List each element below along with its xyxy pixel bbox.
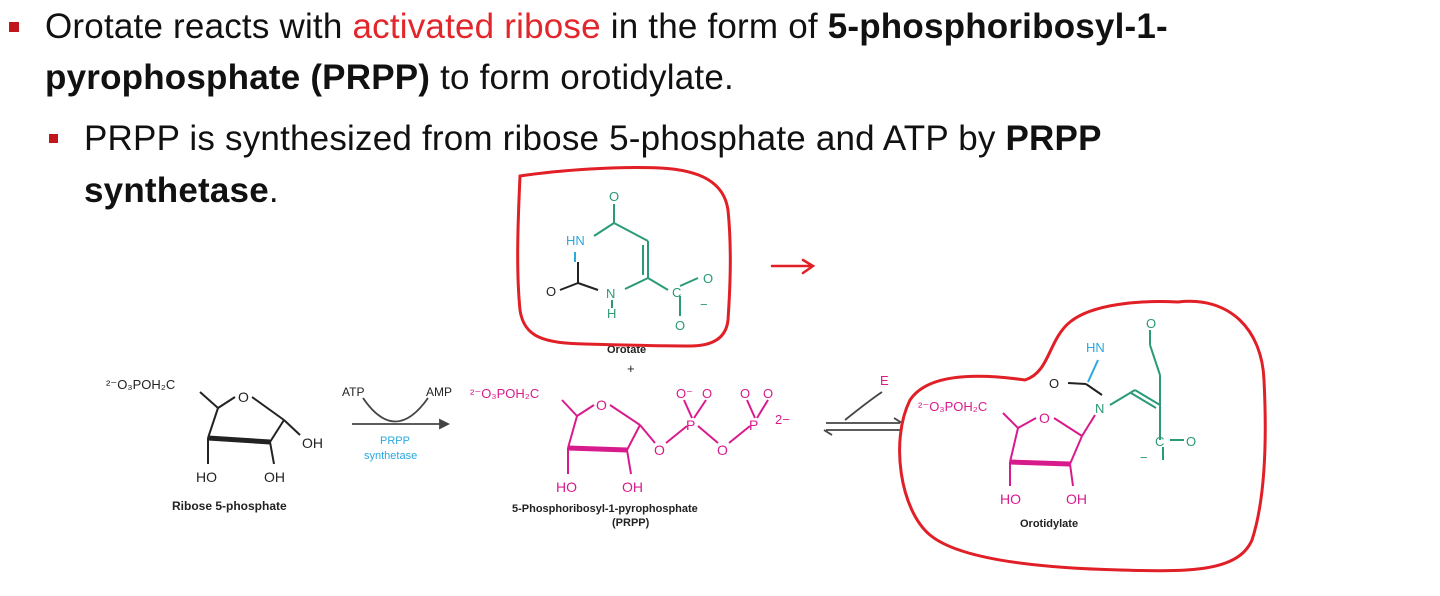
bullet-1-line-1: Orotate reacts with activated ribose in … (45, 2, 1168, 52)
orotate-minus: − (700, 297, 708, 312)
orotidylate-minus: − (1140, 450, 1148, 465)
orotate-name: Orotate (607, 344, 646, 356)
orotidylate-circle-annotation (898, 299, 1267, 573)
orotate-circle-annotation (516, 165, 732, 348)
bullet-2-text: PRPP is synthesized from ribose 5-phosph… (84, 119, 1006, 158)
prpp-o-minus: O⁻ (676, 386, 693, 401)
ribose5p-oh-bottom: OH (264, 469, 285, 485)
orotate-o-top: O (609, 189, 619, 204)
orotate-n: N (606, 286, 615, 301)
bullet-2-period: . (268, 171, 279, 210)
prpp-term-line-2: pyrophosphate (PRPP) (45, 58, 431, 97)
ribose5p-ho: HO (196, 469, 217, 485)
orotidylate-hn: HN (1086, 340, 1105, 355)
orotate-structure (559, 204, 699, 316)
prpp-charge: 2− (775, 412, 790, 427)
ribose5p-phosphate-label: ²⁻O₃POH₂C (106, 377, 175, 392)
enzyme-label-1: PRPP (380, 435, 410, 447)
prpp-ring-o: O (596, 397, 607, 413)
prpp-p2: P (749, 417, 758, 433)
orotidylate-ho: HO (1000, 491, 1021, 507)
prpp-name-2: (PRPP) (612, 517, 650, 529)
orotate-o-right: O (703, 271, 713, 286)
bullet-marker-2 (49, 134, 58, 143)
prpp-o-top-2: O (740, 386, 750, 401)
enzyme-e-label: E (880, 373, 889, 388)
synthetase-arrow (352, 397, 451, 430)
prpp-phosphate-label: ²⁻O₃POH₂C (470, 386, 539, 401)
orotidylate-o-top: O (1146, 316, 1156, 331)
atp-label: ATP (342, 385, 364, 399)
enzyme-label-2: synthetase (364, 450, 417, 462)
orotidylate-o-left: O (1049, 376, 1059, 391)
orotidylate-o-right: O (1186, 434, 1196, 449)
ribose5p-oh-right: OH (302, 435, 323, 451)
orotate-o-bottom: O (675, 318, 685, 333)
orotate-hn: HN (566, 233, 585, 248)
ribose5p-name: Ribose 5-phosphate (172, 499, 287, 513)
orotidylate-c: C (1155, 434, 1164, 449)
prpp-ho: HO (556, 479, 577, 495)
equilibrium-arrow (823, 391, 903, 436)
prpp-term-line-1: 5-phosphoribosyl-1- (827, 7, 1168, 46)
orotidylate-structure (1002, 330, 1184, 487)
amp-label: AMP (426, 385, 452, 399)
ribose5p-ring-o: O (238, 389, 249, 405)
orotate-c: C (672, 285, 681, 300)
prpp-oh: OH (622, 479, 643, 495)
bullet-1-text: Orotate reacts with (45, 7, 353, 46)
activated-ribose-highlight: activated ribose (352, 7, 601, 46)
prpp-link-o1: O (654, 442, 665, 458)
bullet-2-line-1: PRPP is synthesized from ribose 5-phosph… (84, 114, 1102, 164)
prpp-name-1: 5-Phosphoribosyl-1-pyrophosphate (512, 503, 698, 515)
prpp-structure (561, 399, 769, 475)
bullet-1-line-2: pyrophosphate (PRPP) to form orotidylate… (45, 53, 734, 103)
orotate-o-left: O (546, 284, 556, 299)
prpp-synthetase-term-1: PRPP (1005, 119, 1102, 158)
bullet-2-line-2: synthetase. (84, 166, 279, 216)
bullet-marker-1 (9, 22, 19, 32)
prpp-link-o2: O (717, 442, 728, 458)
arrow-annotation (770, 258, 816, 275)
orotidylate-ring-o: O (1039, 410, 1050, 426)
prpp-o-top-3: O (763, 386, 773, 401)
prpp-p1: P (686, 417, 695, 433)
prpp-o-top-1: O (702, 386, 712, 401)
orotidylate-n: N (1095, 401, 1104, 416)
ribose-5-phosphate (199, 391, 301, 465)
orotate-h: H (607, 306, 616, 321)
annotations (516, 165, 1267, 573)
bullet-1-text-2: in the form of (600, 7, 828, 46)
orotate-plus: + (627, 361, 635, 376)
prpp-synthetase-term-2: synthetase (84, 171, 269, 210)
orotidylate-name: Orotidylate (1020, 518, 1078, 530)
orotidylate-oh: OH (1066, 491, 1087, 507)
bullet-1-text-3: to form orotidylate. (430, 58, 734, 97)
orotidylate-phosphate-label: ²⁻O₃POH₂C (918, 399, 987, 414)
